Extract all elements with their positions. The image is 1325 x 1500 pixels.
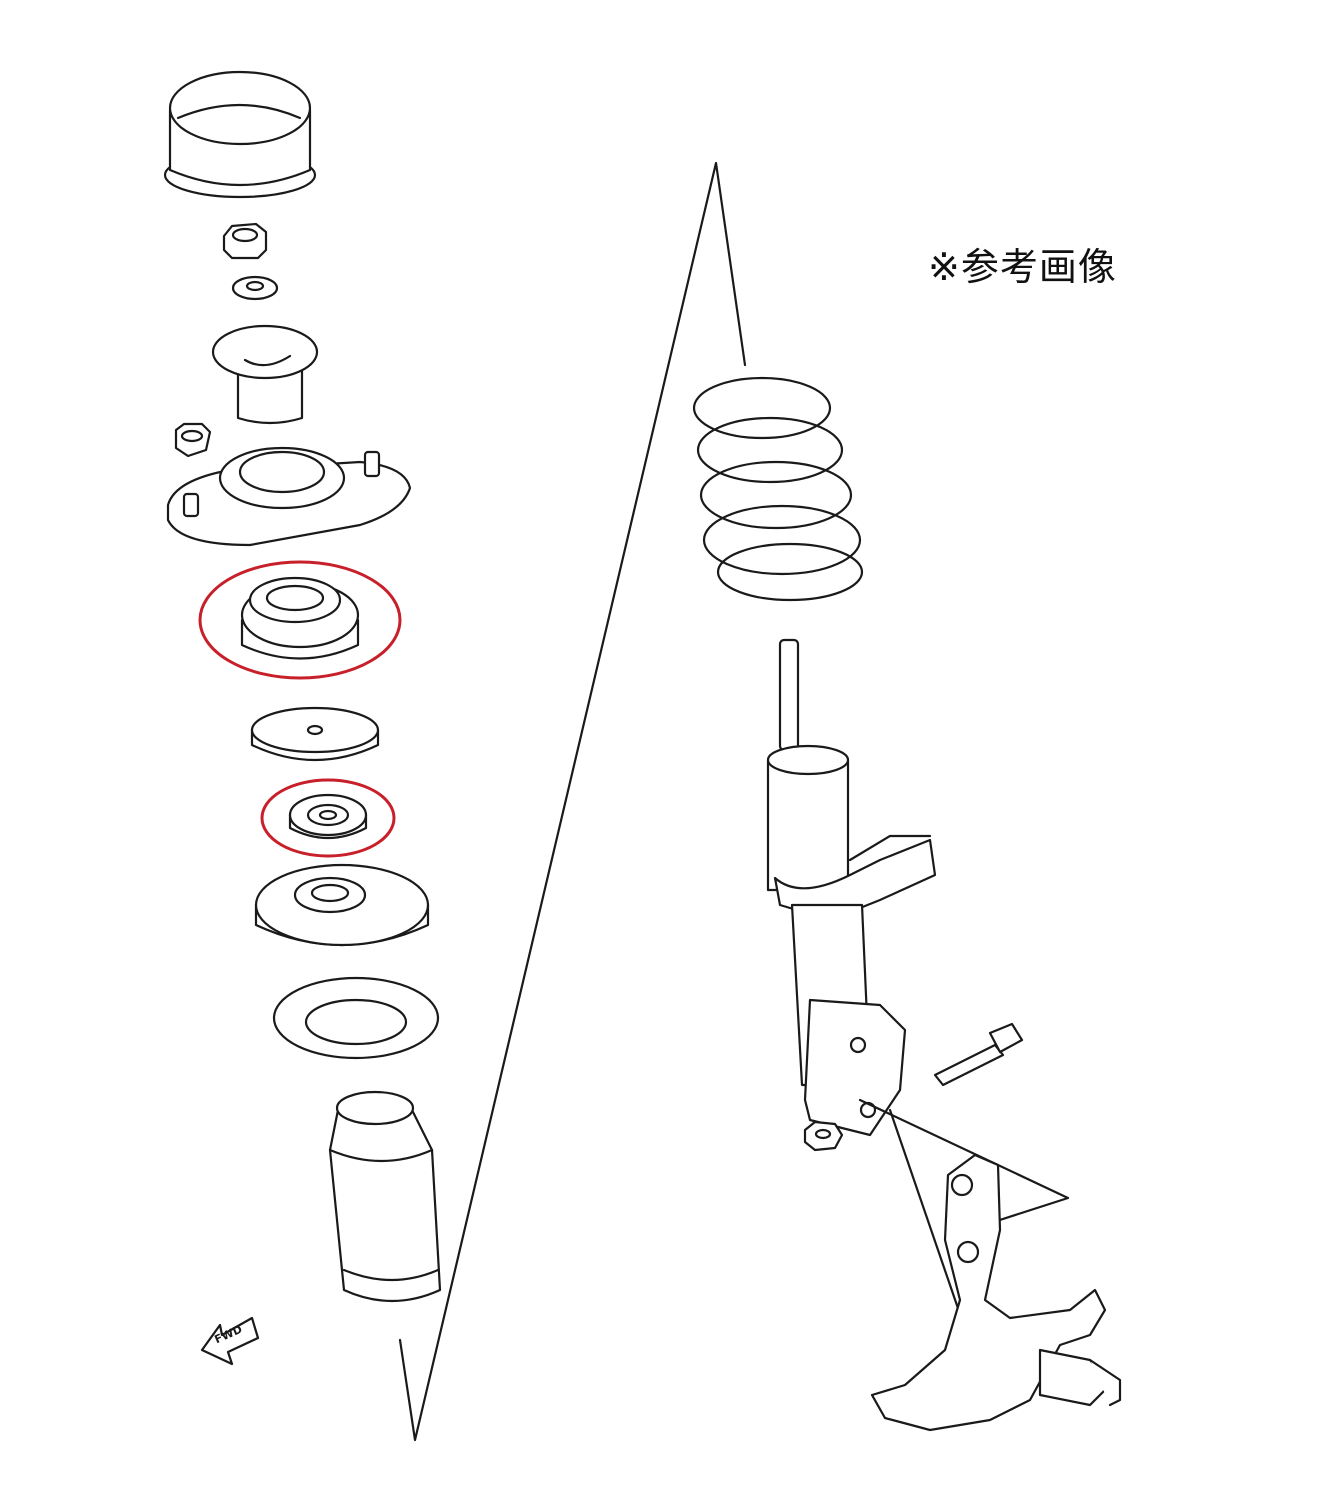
- exploded-view-guide-line: [398, 161, 747, 1442]
- spring-insulator: [272, 976, 440, 1060]
- shock-absorber: [766, 638, 937, 1137]
- lower-strut-bushing: [288, 793, 368, 840]
- steering-knuckle: [858, 1098, 1122, 1432]
- dust-boot: [328, 1090, 442, 1303]
- strut-mount-plate: [166, 422, 412, 547]
- spacer-plate: [250, 706, 380, 762]
- strut-dust-cap: [163, 70, 317, 199]
- upper-strut-bushing: [240, 576, 360, 660]
- highlight-circle-lower: [260, 778, 396, 858]
- upper-washer: [231, 275, 279, 301]
- strut-nut: [803, 1120, 844, 1152]
- highlight-circle-upper: [198, 560, 402, 680]
- top-hat-bushing: [211, 324, 319, 425]
- lock-nut: [222, 222, 268, 260]
- coil-spring: [692, 376, 864, 602]
- upper-spring-seat: [254, 863, 430, 947]
- reference-image-label: ※参考画像: [928, 245, 1117, 289]
- fwd-arrow: [200, 1316, 260, 1366]
- strut-bolt: [933, 1022, 1024, 1087]
